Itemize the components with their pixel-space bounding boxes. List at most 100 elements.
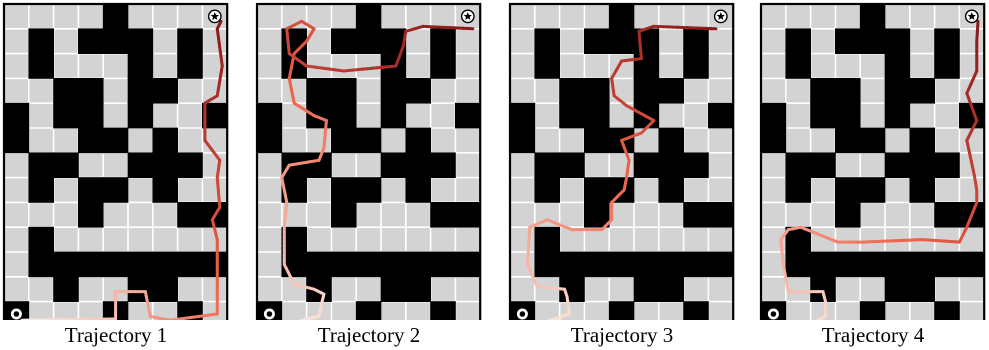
wall-cell: [405, 177, 431, 203]
wall-cell: [884, 276, 911, 302]
wall-cell: [534, 226, 560, 253]
maze-border: [759, 2, 986, 320]
wall-cell: [256, 102, 283, 129]
wall-cell: [683, 202, 709, 228]
wall-cell: [658, 177, 684, 203]
panel-caption: Trajectory 2: [317, 323, 421, 347]
wall-cell: [934, 202, 960, 228]
maze-grid: [759, 2, 986, 320]
wall-cell: [909, 251, 935, 278]
wall-cell: [78, 177, 104, 203]
wall-cell: [380, 152, 407, 178]
wall-cell: [584, 102, 610, 129]
wall-cell: [835, 28, 861, 54]
wall-cell: [430, 301, 456, 320]
wall-cell: [455, 202, 481, 228]
wall-cell: [534, 177, 560, 203]
wall-cell: [127, 78, 154, 104]
wall-cell: [306, 251, 332, 278]
wall-cell: [934, 152, 960, 178]
wall-cell: [785, 251, 811, 278]
wall-cell: [534, 53, 560, 79]
wall-cell: [28, 53, 54, 79]
wall-cell: [909, 276, 935, 302]
wall-cell: [355, 251, 382, 278]
panel-1: Trajectory 1: [0, 0, 232, 350]
wall-cell: [633, 28, 660, 54]
goal-star-icon: [460, 9, 475, 24]
wall-cell: [102, 177, 129, 203]
wall-cell: [859, 301, 886, 320]
wall-cell: [127, 53, 154, 79]
wall-cell: [355, 3, 382, 30]
wall-cell: [331, 202, 357, 228]
wall-cell: [127, 152, 154, 178]
wall-cell: [683, 301, 709, 320]
wall-cell: [306, 102, 332, 129]
wall-cell: [658, 276, 684, 302]
wall-cell: [405, 78, 431, 104]
wall-cell: [584, 78, 610, 104]
wall-cell: [53, 102, 79, 129]
wall-cell: [177, 251, 203, 278]
maze-grid: [2, 2, 229, 320]
wall-cell: [28, 152, 54, 178]
wall-cell: [859, 3, 886, 30]
trajectory-path: [280, 19, 475, 320]
wall-cell: [559, 78, 585, 104]
wall-cell: [3, 102, 30, 129]
maze-border: [508, 2, 735, 320]
wall-cell: [608, 301, 635, 320]
wall-cell: [281, 28, 307, 54]
wall-cell: [909, 78, 935, 104]
wall-cell: [177, 28, 203, 54]
wall-cell: [455, 251, 481, 278]
wall-cell: [909, 127, 935, 154]
wall-cell: [355, 177, 382, 203]
wall-cell: [53, 251, 79, 278]
wall-cell: [785, 53, 811, 79]
wall-cell: [934, 301, 960, 320]
wall-cell: [355, 28, 382, 54]
wall-cell: [127, 102, 154, 129]
panel-caption: Trajectory 4: [821, 323, 925, 347]
wall-cell: [177, 202, 203, 228]
wall-cell: [584, 202, 610, 228]
wall-cell: [683, 152, 709, 178]
wall-cell: [683, 251, 709, 278]
maze-grid: [255, 2, 482, 320]
maze-border: [255, 2, 482, 320]
wall-cell: [331, 127, 357, 154]
wall-cell: [658, 152, 684, 178]
wall-cell: [683, 53, 709, 79]
wall-cell: [509, 102, 536, 129]
wall-cell: [760, 102, 787, 129]
wall-cell: [102, 251, 129, 278]
trajectory-path: [779, 19, 980, 320]
wall-cell: [355, 301, 382, 320]
wall-cell: [835, 202, 861, 228]
wall-cell: [509, 127, 536, 154]
wall-cell: [380, 276, 407, 302]
wall-cell: [28, 177, 54, 203]
wall-cell: [331, 28, 357, 54]
wall-cell: [683, 28, 709, 54]
wall-cell: [658, 127, 684, 154]
wall-cell: [331, 251, 357, 278]
wall-cell: [78, 78, 104, 104]
wall-cell: [53, 78, 79, 104]
wall-cell: [430, 202, 456, 228]
panel-caption: Trajectory 1: [64, 323, 168, 347]
goal-star-icon: [713, 9, 728, 24]
wall-cell: [909, 152, 935, 178]
wall-cell: [534, 152, 560, 178]
panel-caption: Trajectory 3: [570, 323, 674, 347]
wall-cell: [934, 251, 960, 278]
wall-cell: [785, 177, 811, 203]
wall-cell: [430, 53, 456, 79]
wall-cell: [785, 152, 811, 178]
panel-3: Trajectory 3: [506, 0, 738, 350]
wall-cell: [760, 127, 787, 154]
wall-cell: [934, 53, 960, 79]
wall-cell: [810, 152, 836, 178]
